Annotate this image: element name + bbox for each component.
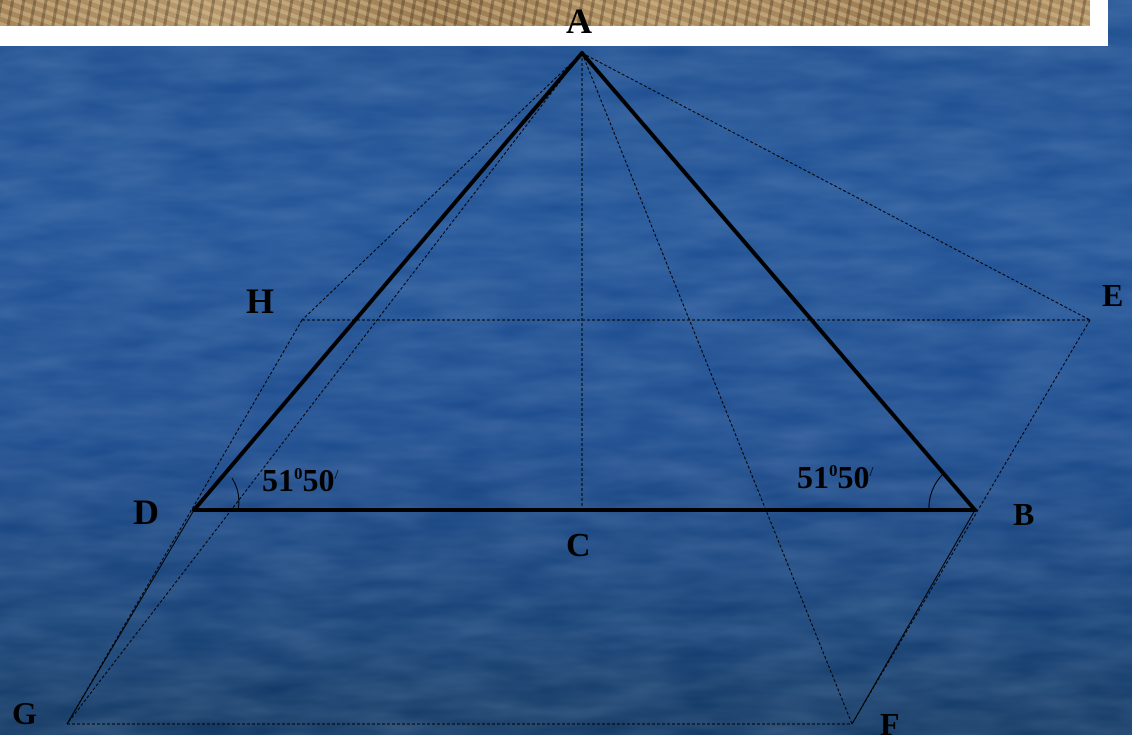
label-B: B — [1013, 496, 1034, 532]
angle-label-right: 51050/ — [797, 459, 874, 495]
angle-right-minutes: 50 — [838, 459, 870, 495]
label-D: D — [133, 492, 159, 532]
label-F: F — [880, 706, 900, 735]
angle-right-minute-mark: / — [870, 465, 874, 480]
angle-label-left: 51050/ — [262, 462, 339, 498]
angle-left-degrees: 51 — [262, 462, 294, 498]
edge-A-B — [580, 51, 977, 512]
edge-D-G — [66, 509, 195, 725]
edge-A-G — [66, 52, 583, 725]
edge-A-D — [192, 51, 584, 512]
label-H: H — [246, 281, 274, 321]
edge-E-F — [851, 319, 1091, 725]
edge-A-F — [581, 52, 853, 725]
label-E: E — [1102, 277, 1123, 313]
edge-B-F — [851, 509, 976, 725]
angle-left-minute-mark: / — [335, 468, 339, 483]
edge-A-E — [581, 52, 1091, 321]
label-A: A — [566, 1, 592, 41]
angle-arc-B — [928, 473, 944, 511]
edge-A-H — [301, 52, 583, 321]
angle-right-degree-mark: 0 — [829, 461, 838, 480]
sand-photo — [0, 0, 1090, 26]
angle-left-degree-mark: 0 — [294, 464, 303, 483]
photo-strip — [0, 0, 1108, 46]
edge-H-G — [66, 319, 303, 725]
angle-arc-D — [231, 477, 240, 511]
label-C: C — [566, 527, 591, 564]
label-G: G — [12, 695, 37, 731]
angle-left-minutes: 50 — [303, 462, 335, 498]
angle-right-degrees: 51 — [797, 459, 829, 495]
